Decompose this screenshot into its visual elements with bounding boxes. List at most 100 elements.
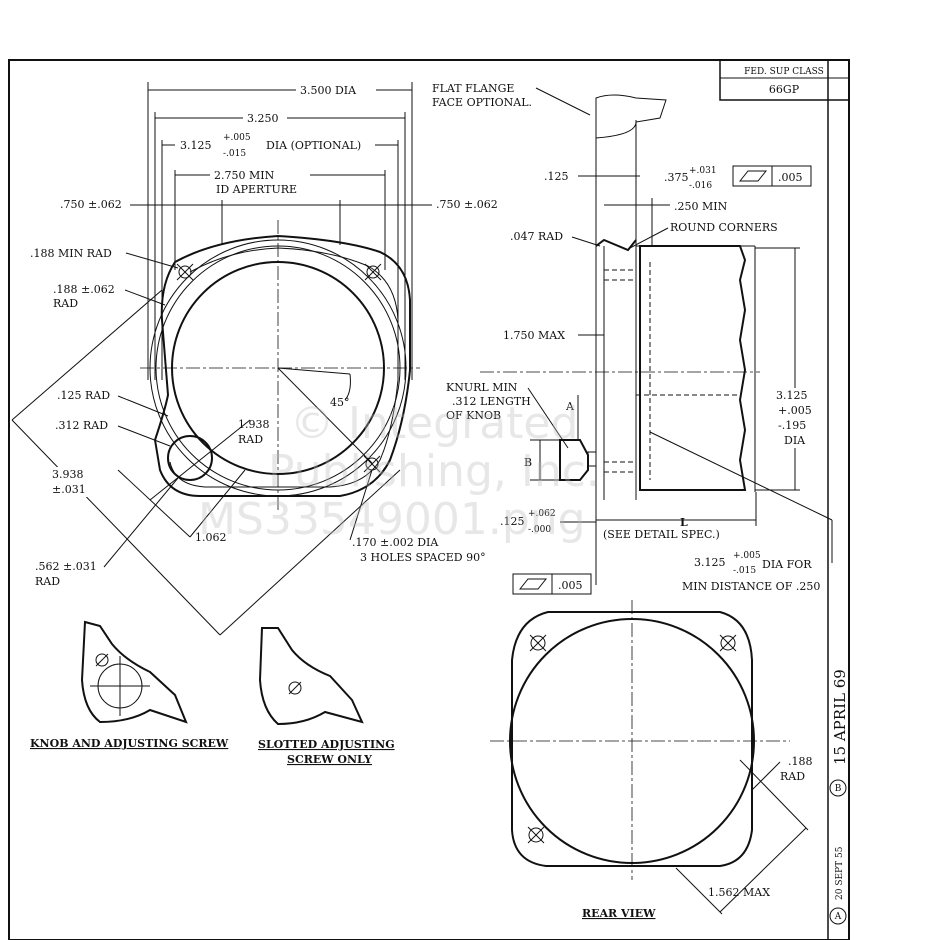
flange-note-a: FLAT FLANGE <box>432 82 514 95</box>
slotted-caption-a: SLOTTED ADJUSTING <box>258 738 395 751</box>
dia-for-label-a: 3.125 <box>694 556 726 569</box>
dim-2750-bg <box>210 166 310 194</box>
rad-312-label: .312 RAD <box>55 419 108 432</box>
dim-125-bot-minus: -.000 <box>528 525 551 535</box>
dia-for-leader <box>649 431 833 521</box>
rear-rad-188-a: .188 <box>788 755 813 768</box>
mounting-hole-tl <box>176 263 194 281</box>
dim-3250-label: 3.250 <box>247 112 279 125</box>
rad-188-label-b: RAD <box>53 297 78 310</box>
rad-562-label-b: RAD <box>35 575 60 588</box>
dim-3938-line <box>11 419 221 636</box>
flatness-top-symbol <box>738 170 768 182</box>
rear-rad-leader <box>751 761 781 791</box>
rad-188-leader <box>124 289 166 306</box>
detail-slotted-slot <box>288 681 302 695</box>
dim-3938-ext-a <box>11 289 163 421</box>
dim-750-right-label: .750 ±.062 <box>436 198 498 211</box>
dim-3125-label: 3.125 <box>180 139 212 152</box>
revision-b-mark: B <box>835 784 842 794</box>
title-block-header: FED. SUP CLASS <box>744 67 824 77</box>
detail-slotted-outline <box>258 627 364 726</box>
revision-a-mark-circle <box>829 907 847 925</box>
round-corners-label: ROUND CORNERS <box>670 221 778 234</box>
knurl-label-b: .312 LENGTH <box>452 395 531 408</box>
dim-3125-bg <box>175 130 375 158</box>
dim-1062-line <box>117 469 191 538</box>
label-l: L <box>680 516 688 529</box>
front-45-arc <box>344 373 351 401</box>
knob-caption: KNOB AND ADJUSTING SCREW <box>30 737 229 750</box>
knurl-label-a: KNURL MIN <box>446 381 518 394</box>
dim-3938-label-b: ±.031 <box>52 483 86 496</box>
side-view: FLAT FLANGE FACE OPTIONAL. B A .125 <box>432 82 833 595</box>
flatness-top-value: .005 <box>778 171 803 184</box>
holes-label-a: .170 ±.002 DIA <box>352 536 439 549</box>
sheet-border <box>8 59 850 940</box>
dim-3500-bg <box>296 82 376 96</box>
knurl-leader <box>527 387 569 449</box>
dim-125-bot-label: .125 <box>500 515 525 528</box>
dim-2750-note: ID APERTURE <box>216 183 297 196</box>
dim-375-plus: +.031 <box>689 166 717 176</box>
dim-125-label: .125 <box>544 170 569 183</box>
dim-3938-bg <box>48 467 90 497</box>
rear-view-caption: REAR VIEW <box>582 907 656 920</box>
revision-b-date: 15 APRIL 69 <box>831 669 849 765</box>
knob-diagonal <box>149 419 251 501</box>
front-view: 3.500 DIA 3.250 3.125 +.005 -.015 DIA (O… <box>11 82 498 636</box>
rear-dim-1562-ext-a <box>675 867 723 915</box>
dim-1062-label: 1.062 <box>195 531 227 544</box>
revision-a-mark: A <box>834 912 842 922</box>
rear-hole-bl <box>527 826 545 844</box>
flange-note-leader <box>535 87 591 116</box>
rad-047-label: .047 RAD <box>510 230 563 243</box>
rear-dim-1562-ext-b <box>739 759 809 831</box>
dim-250-label: .250 MIN <box>674 200 728 213</box>
detail-spec-label: (SEE DETAIL SPEC.) <box>603 528 720 541</box>
detail-knob-outline <box>80 620 188 724</box>
watermark-line-1: © Integrated <box>290 398 578 449</box>
front-knob-circle <box>167 435 213 481</box>
dim-dia-right-b: +.005 <box>778 404 812 417</box>
dim-375-minus: -.016 <box>689 181 712 191</box>
detail-knob: KNOB AND ADJUSTING SCREW <box>30 620 229 750</box>
dia-for-minus: -.015 <box>733 566 756 576</box>
dim-750-left-label: .750 ±.062 <box>60 198 122 211</box>
watermark-line-3: MS33549001.png <box>198 494 586 545</box>
rad-188-label-a: .188 ±.062 <box>53 283 115 296</box>
dim-375-label: .375 <box>664 171 689 184</box>
label-a: A <box>565 400 575 413</box>
dim-dia-right-a: 3.125 <box>776 389 808 402</box>
side-knob-shaft <box>587 451 597 467</box>
round-corners-leader <box>629 227 669 249</box>
rad-047-leader <box>571 236 601 247</box>
label-b: B <box>524 456 532 469</box>
watermark: © Integrated Publishing, Inc. MS33549001… <box>198 398 600 545</box>
detail-knob-slot <box>95 653 109 667</box>
detail-knob-screw <box>95 653 109 667</box>
holes-leader <box>349 469 373 541</box>
case-body <box>639 245 747 491</box>
rad-125-label: .125 RAD <box>57 389 110 402</box>
dim-2750-label: 2.750 MIN <box>214 169 275 182</box>
rear-dim-1562-line <box>719 827 807 913</box>
rad-1938-label-a: 1.938 <box>238 418 270 431</box>
front-45-line <box>277 367 351 375</box>
revision-strip: A 20 SEPT 55 B 15 APRIL 69 <box>829 669 849 925</box>
slotted-caption-b: SCREW ONLY <box>287 753 372 766</box>
mounting-hole-tr <box>364 263 382 281</box>
revision-b-mark-circle <box>829 779 847 797</box>
watermark-line-2: Publishing, Inc. <box>268 446 600 497</box>
detail-slotted-screw <box>288 681 302 695</box>
dia-for-plus: +.005 <box>733 551 761 561</box>
rad-562-leader <box>103 477 179 568</box>
dim-3938-ext-b <box>219 469 401 636</box>
dim-3938-label-a: 3.938 <box>52 468 84 481</box>
rad-562-label-a: .562 ±.031 <box>35 560 97 573</box>
title-block-value: 66GP <box>769 83 800 96</box>
dim-dia-right-c: -.195 <box>778 419 806 432</box>
rear-view: 1.562 MAX .188 RAD REAR VIEW <box>490 600 813 920</box>
dim-1062-leader <box>189 469 246 538</box>
